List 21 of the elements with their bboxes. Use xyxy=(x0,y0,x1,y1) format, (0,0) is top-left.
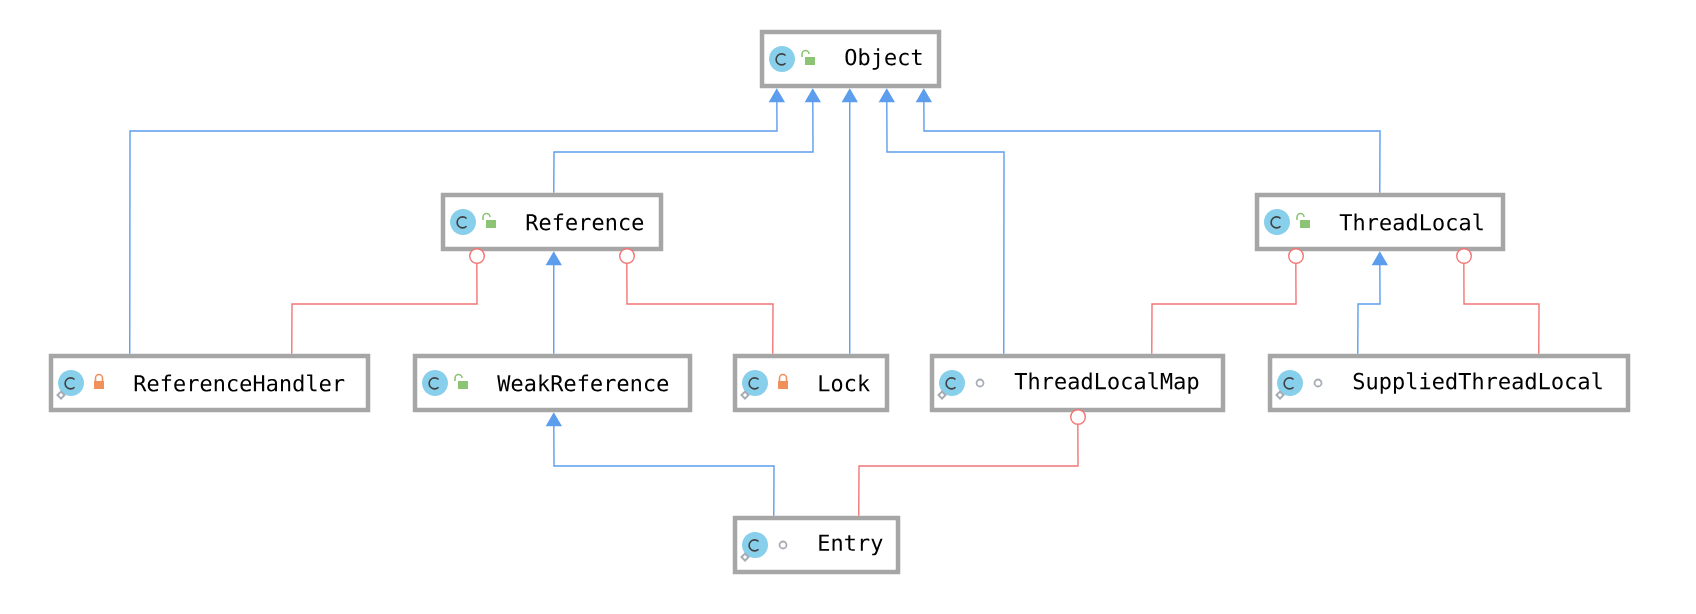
class-box: ThreadLocal xyxy=(1254,192,1506,252)
class-box: WeakReference xyxy=(412,353,693,413)
nesting-connector xyxy=(1456,248,1540,355)
class-box: ThreadLocalMap xyxy=(929,353,1226,413)
inheritance-arrow xyxy=(545,251,562,355)
inheritance-arrow xyxy=(841,88,858,355)
inheritance-arrow xyxy=(553,88,821,194)
inheritance-arrow xyxy=(878,88,1005,355)
inheritance-arrow xyxy=(1357,251,1388,355)
class-box: ReferenceHandler xyxy=(48,353,371,413)
class-box: Reference xyxy=(440,192,664,252)
class-box: Lock xyxy=(732,353,890,413)
nesting-connector xyxy=(858,409,1086,517)
class-box: Entry xyxy=(732,515,901,575)
nesting-connector xyxy=(1151,248,1304,355)
nesting-connector xyxy=(291,248,485,355)
class-box: SuppliedThreadLocal xyxy=(1267,353,1631,413)
inheritance-arrow xyxy=(545,412,775,517)
inheritance-arrow xyxy=(915,88,1381,194)
nesting-connector xyxy=(619,248,774,355)
class-box: Object xyxy=(759,29,942,89)
